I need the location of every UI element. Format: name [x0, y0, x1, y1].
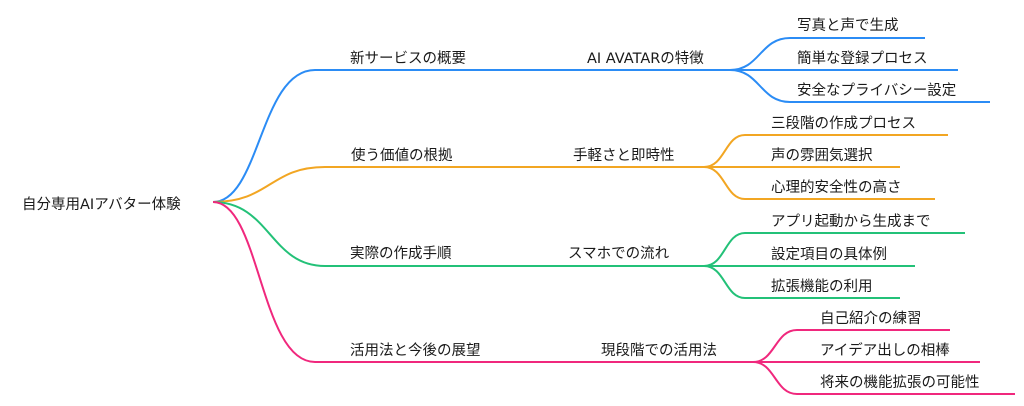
leaf-node: 安全なプライバシー設定	[797, 81, 956, 99]
leaf-node: 心理的安全性の高さ	[771, 178, 902, 196]
root-node: 自分専用AIアバター体験	[22, 196, 181, 213]
connector	[703, 166, 935, 200]
leaf-node: アプリ起動から生成まで	[771, 213, 931, 230]
connector	[212, 201, 756, 363]
leaf-node: 簡単な登録プロセス	[797, 50, 928, 67]
leaf-node: 設定項目の具体例	[771, 246, 887, 263]
leaf-node: 声の雰囲気選択	[771, 146, 873, 164]
leaf-node: アイデア出しの相棒	[820, 341, 950, 359]
topic-node: 実際の作成手順	[350, 245, 452, 262]
subtopic-node: 手軽さと即時性	[573, 147, 675, 164]
connector	[212, 201, 706, 267]
connector	[212, 69, 733, 203]
branch-2: 使う価値の根拠 手軽さと即時性 三段階の作成プロセス 声の雰囲気選択 心理的安全…	[212, 115, 948, 203]
topic-node: 新サービスの概要	[350, 50, 466, 67]
leaf-node: 自己紹介の練習	[820, 310, 922, 327]
connector	[703, 232, 965, 267]
connector	[212, 166, 706, 203]
leaf-node: 三段階の作成プロセス	[771, 115, 916, 132]
branch-4: 活用法と今後の展望 現段階での活用法 自己紹介の練習 アイデア出しの相棒 将来の…	[212, 201, 1015, 395]
subtopic-node: 現段階での活用法	[601, 342, 717, 359]
leaf-node: 写真と声で生成	[797, 16, 899, 34]
topic-node: 使う価値の根拠	[351, 147, 453, 164]
topic-node: 活用法と今後の展望	[350, 342, 481, 359]
connector	[752, 361, 1015, 395]
branch-3: 実際の作成手順 スマホでの流れ アプリ起動から生成まで 設定項目の具体例 拡張機…	[212, 201, 965, 299]
connector	[729, 69, 990, 103]
connector	[752, 329, 950, 363]
leaf-node: 拡張機能の利用	[771, 278, 873, 295]
subtopic-node: AI AVATARの特徴	[587, 50, 704, 67]
connector	[703, 265, 900, 299]
leaf-node: 将来の機能拡張の可能性	[820, 374, 980, 391]
subtopic-node: スマホでの流れ	[568, 245, 670, 262]
connector	[703, 134, 948, 168]
branch-1: 新サービスの概要 AI AVATARの特徴 写真と声で生成 簡単な登録プロセス …	[212, 16, 990, 203]
connector	[729, 37, 925, 71]
